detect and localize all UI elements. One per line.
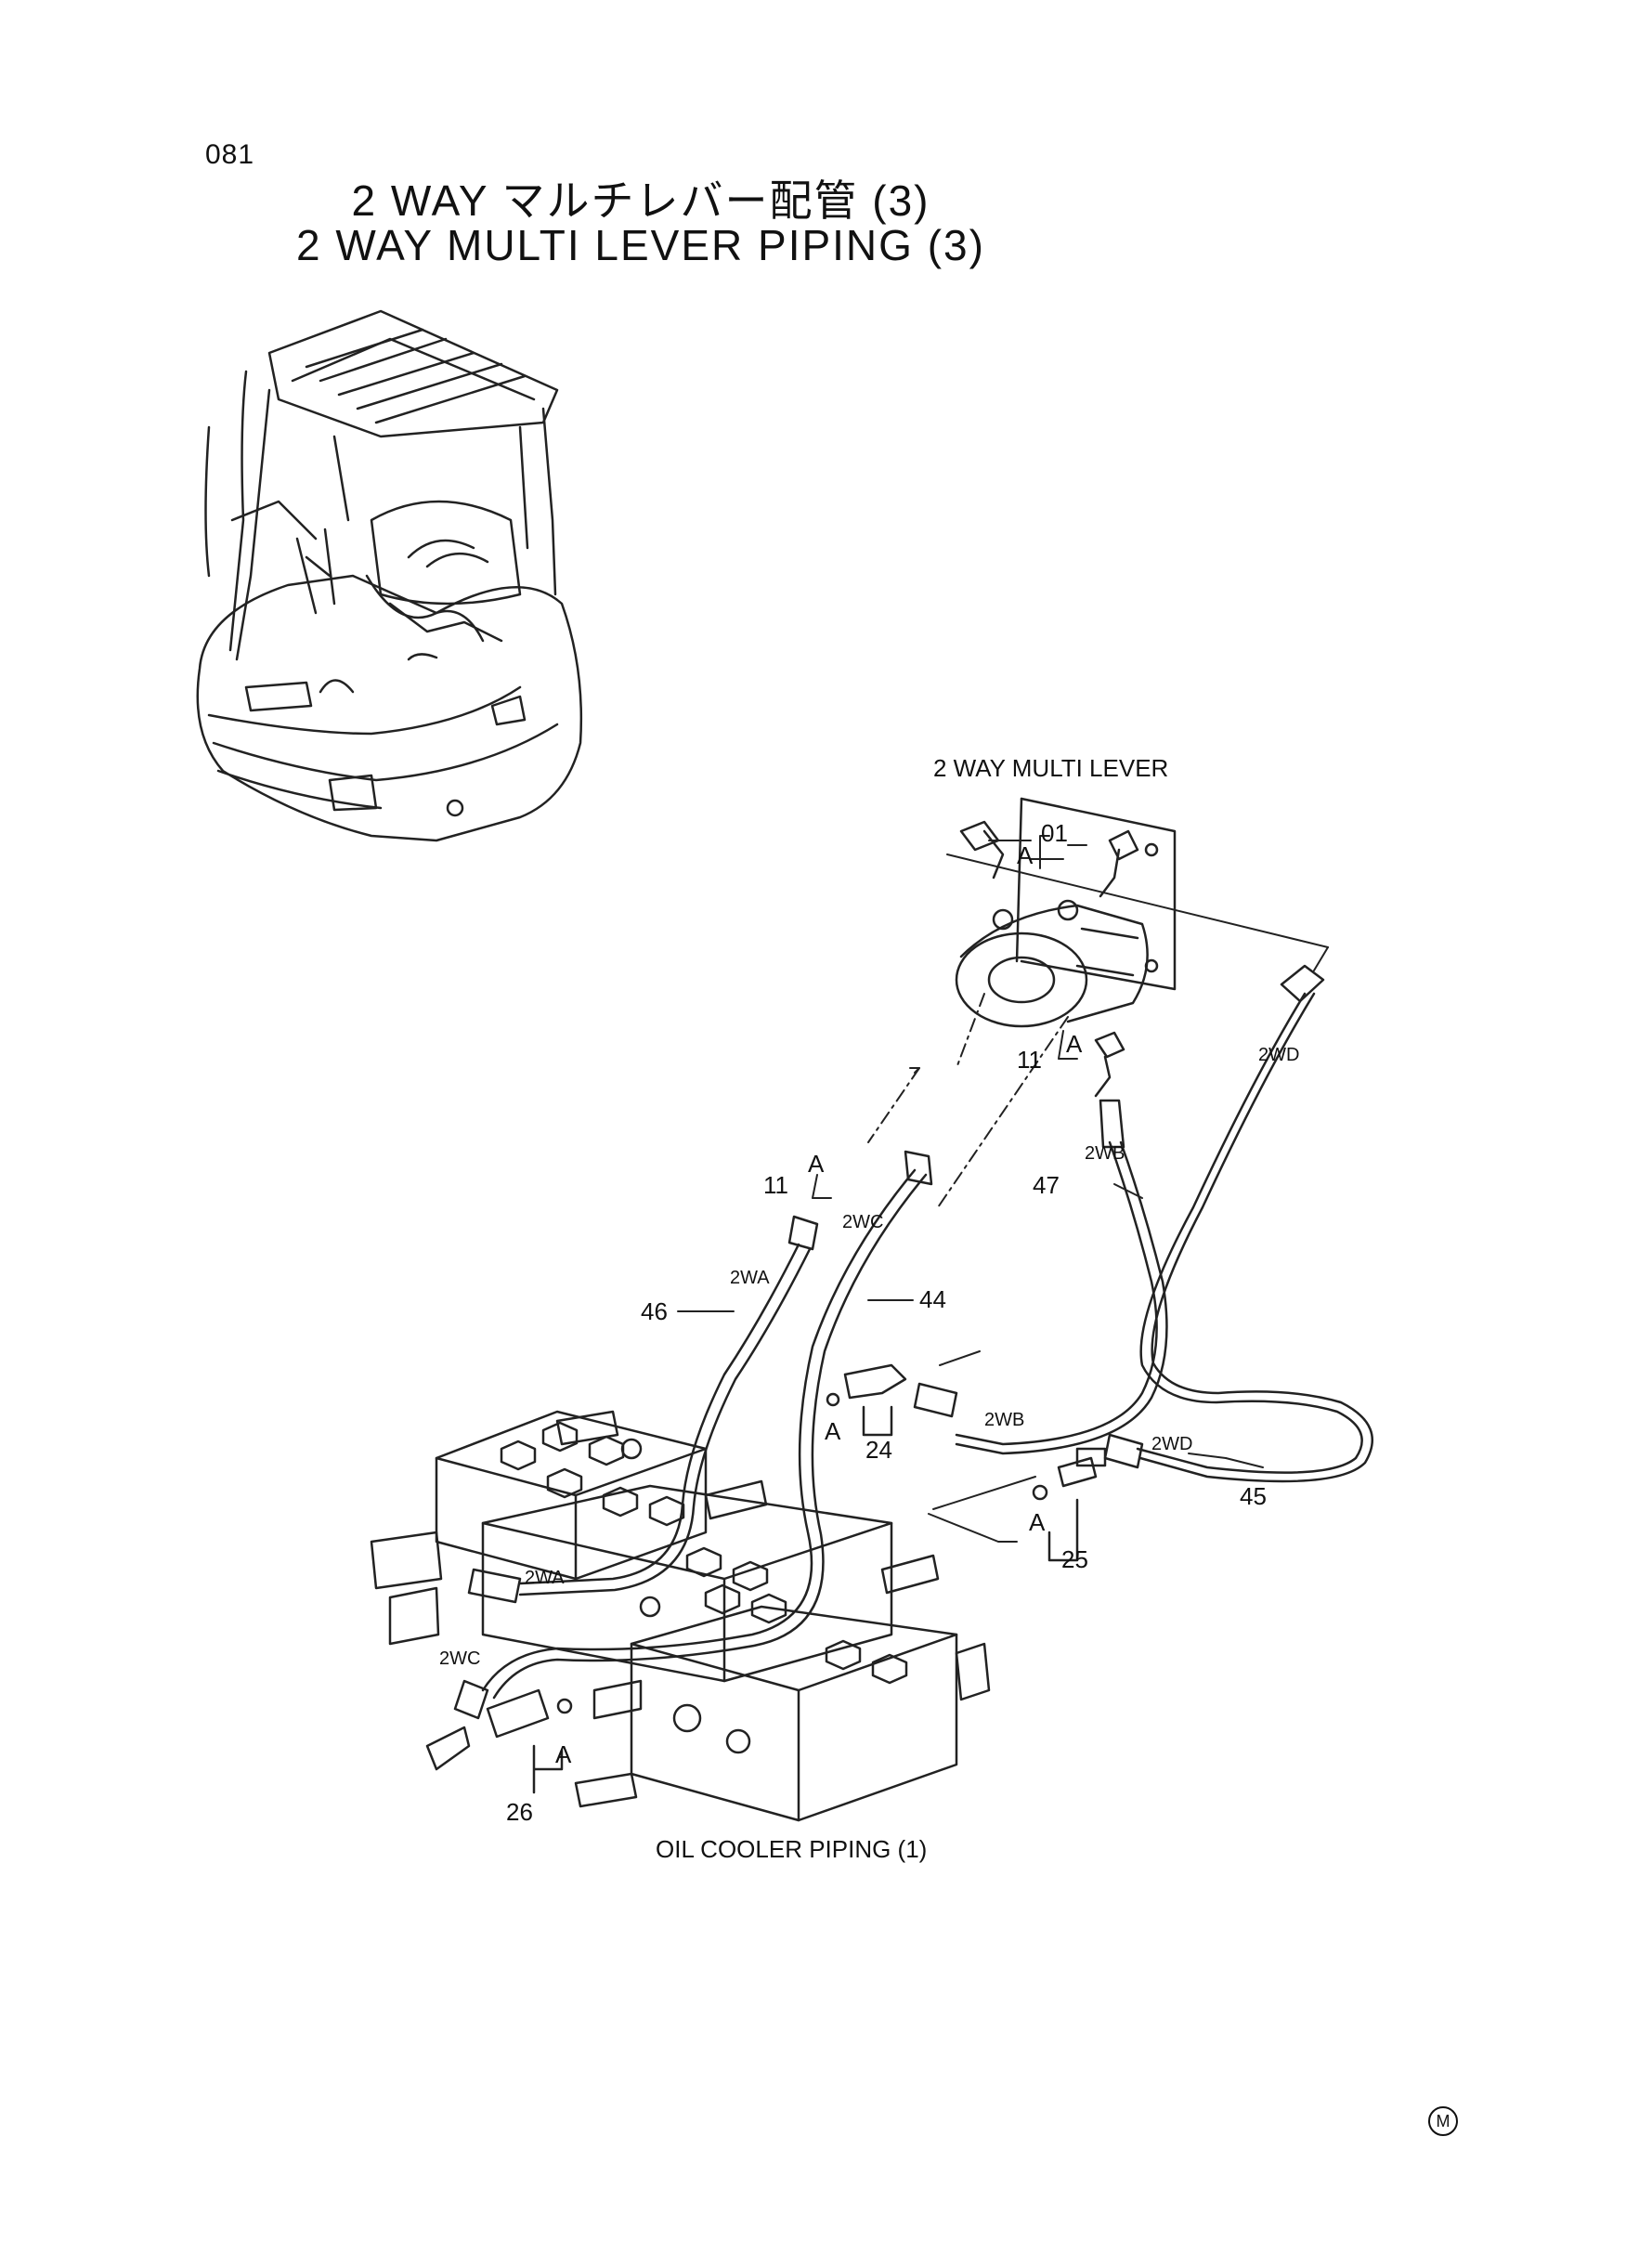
part-01: 01 [1041, 819, 1068, 847]
part-45: 45 [1240, 1482, 1267, 1510]
hose-label-2wb-2: 2WB [984, 1410, 1024, 1430]
part-24: 24 [865, 1436, 892, 1464]
label-oil-cooler: OIL COOLER PIPING (1) [656, 1835, 927, 1863]
title-japanese: 2 WAY マルチレバー配管 (3) [351, 176, 930, 225]
label-multi-lever: 2 WAY MULTI LEVER [933, 754, 1168, 782]
hose-label-2wc-2: 2WC [439, 1648, 480, 1669]
ref-a-4: A [825, 1417, 841, 1445]
ref-a-6: A [555, 1740, 572, 1768]
page-number: 081 [205, 139, 255, 170]
ref-a-1: A [1017, 841, 1034, 869]
hose-2wb [913, 1099, 1168, 1455]
fitting-25 [1032, 1456, 1098, 1562]
hose-label-2wb-1: 2WB [1085, 1143, 1125, 1164]
part-26: 26 [506, 1798, 533, 1826]
part-11-top: 11 [1017, 1046, 1042, 1074]
m-mark-symbol: M [1428, 2106, 1458, 2136]
part-47: 47 [1033, 1171, 1060, 1199]
hose-label-2wd-2: 2WD [1151, 1434, 1192, 1454]
part-25: 25 [1061, 1545, 1088, 1573]
part-44: 44 [919, 1285, 946, 1313]
multi-lever-valve [955, 797, 1177, 1098]
hose-label-2wd-1: 2WD [1258, 1045, 1299, 1065]
control-valve [370, 1410, 991, 1822]
part-46: 46 [641, 1297, 668, 1325]
dash-lines [867, 993, 1069, 1208]
part-leaders [677, 1030, 1264, 1543]
hose-label-2wa-1: 2WA [730, 1268, 770, 1288]
title-english: 2 WAY MULTI LEVER PIPING (3) [296, 221, 985, 269]
hose-2wd [1075, 964, 1373, 1483]
hose-2wc [453, 1150, 933, 1720]
hose-label-2wa-2: 2WA [525, 1568, 565, 1588]
hose-label-2wc-1: 2WC [842, 1212, 883, 1232]
fitting-26 [425, 1688, 573, 1794]
excavator-illustration [196, 309, 583, 842]
ref-a-3: A [808, 1150, 825, 1178]
fitting-24 [826, 1363, 907, 1437]
ref-a-5: A [1029, 1508, 1046, 1536]
ref-a-2: A [1066, 1030, 1083, 1058]
lever-leaders [946, 835, 1329, 971]
part-11-left: 11 [763, 1171, 788, 1199]
